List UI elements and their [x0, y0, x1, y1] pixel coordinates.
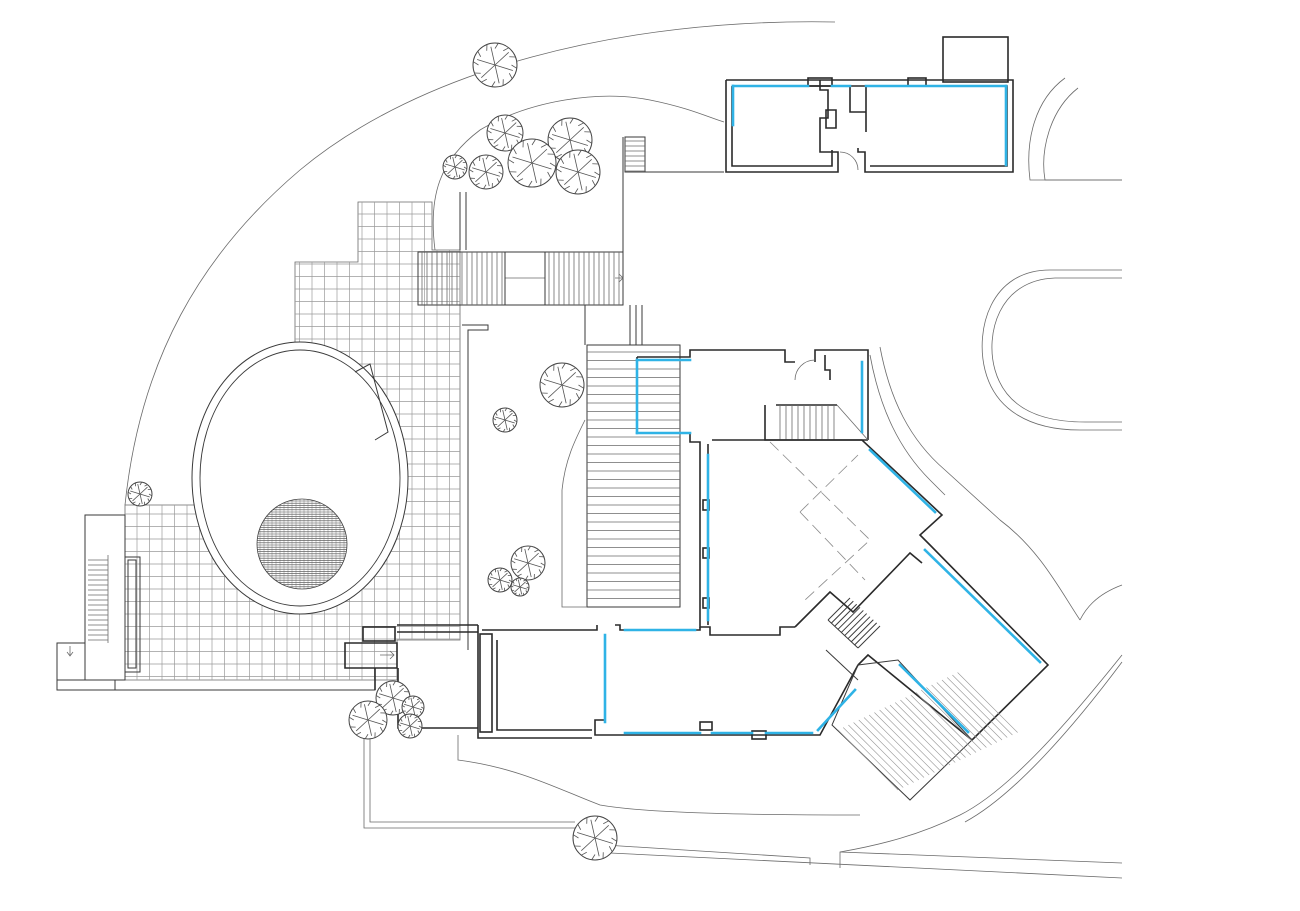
tree-symbol [468, 154, 504, 190]
main-stair-upper [417, 136, 724, 306]
trees [127, 42, 618, 861]
tree-symbol [472, 42, 518, 88]
glazing-segment [816, 688, 857, 732]
site-boundary-curves [124, 21, 1123, 879]
main-building-body [344, 433, 1050, 742]
oval-pool [191, 341, 409, 615]
tree-symbol [348, 700, 388, 740]
tree-symbol [375, 680, 411, 716]
tree-symbol [397, 713, 423, 739]
tree-symbol [487, 567, 513, 593]
tree-symbol [555, 149, 601, 195]
hatched-deck [831, 659, 1018, 801]
tree-symbol [507, 138, 557, 188]
tree-symbol [127, 481, 153, 507]
glazing-segment [923, 548, 1042, 664]
north-annex [725, 36, 1014, 173]
glazing-segment [898, 663, 970, 734]
tree-symbol [492, 407, 518, 433]
main-building-north [636, 349, 869, 441]
tree-symbol [510, 545, 546, 581]
tree-symbol [486, 114, 524, 152]
tree-symbol [539, 362, 585, 408]
glazing-segment [868, 448, 937, 514]
glazing-lines [603, 84, 1042, 735]
central-garden [462, 305, 681, 650]
tree-symbol [510, 577, 530, 597]
overhead-dashed-outline [769, 441, 871, 601]
west-stair [56, 514, 376, 691]
tree-symbol [442, 154, 468, 180]
tree-symbol [572, 815, 618, 861]
